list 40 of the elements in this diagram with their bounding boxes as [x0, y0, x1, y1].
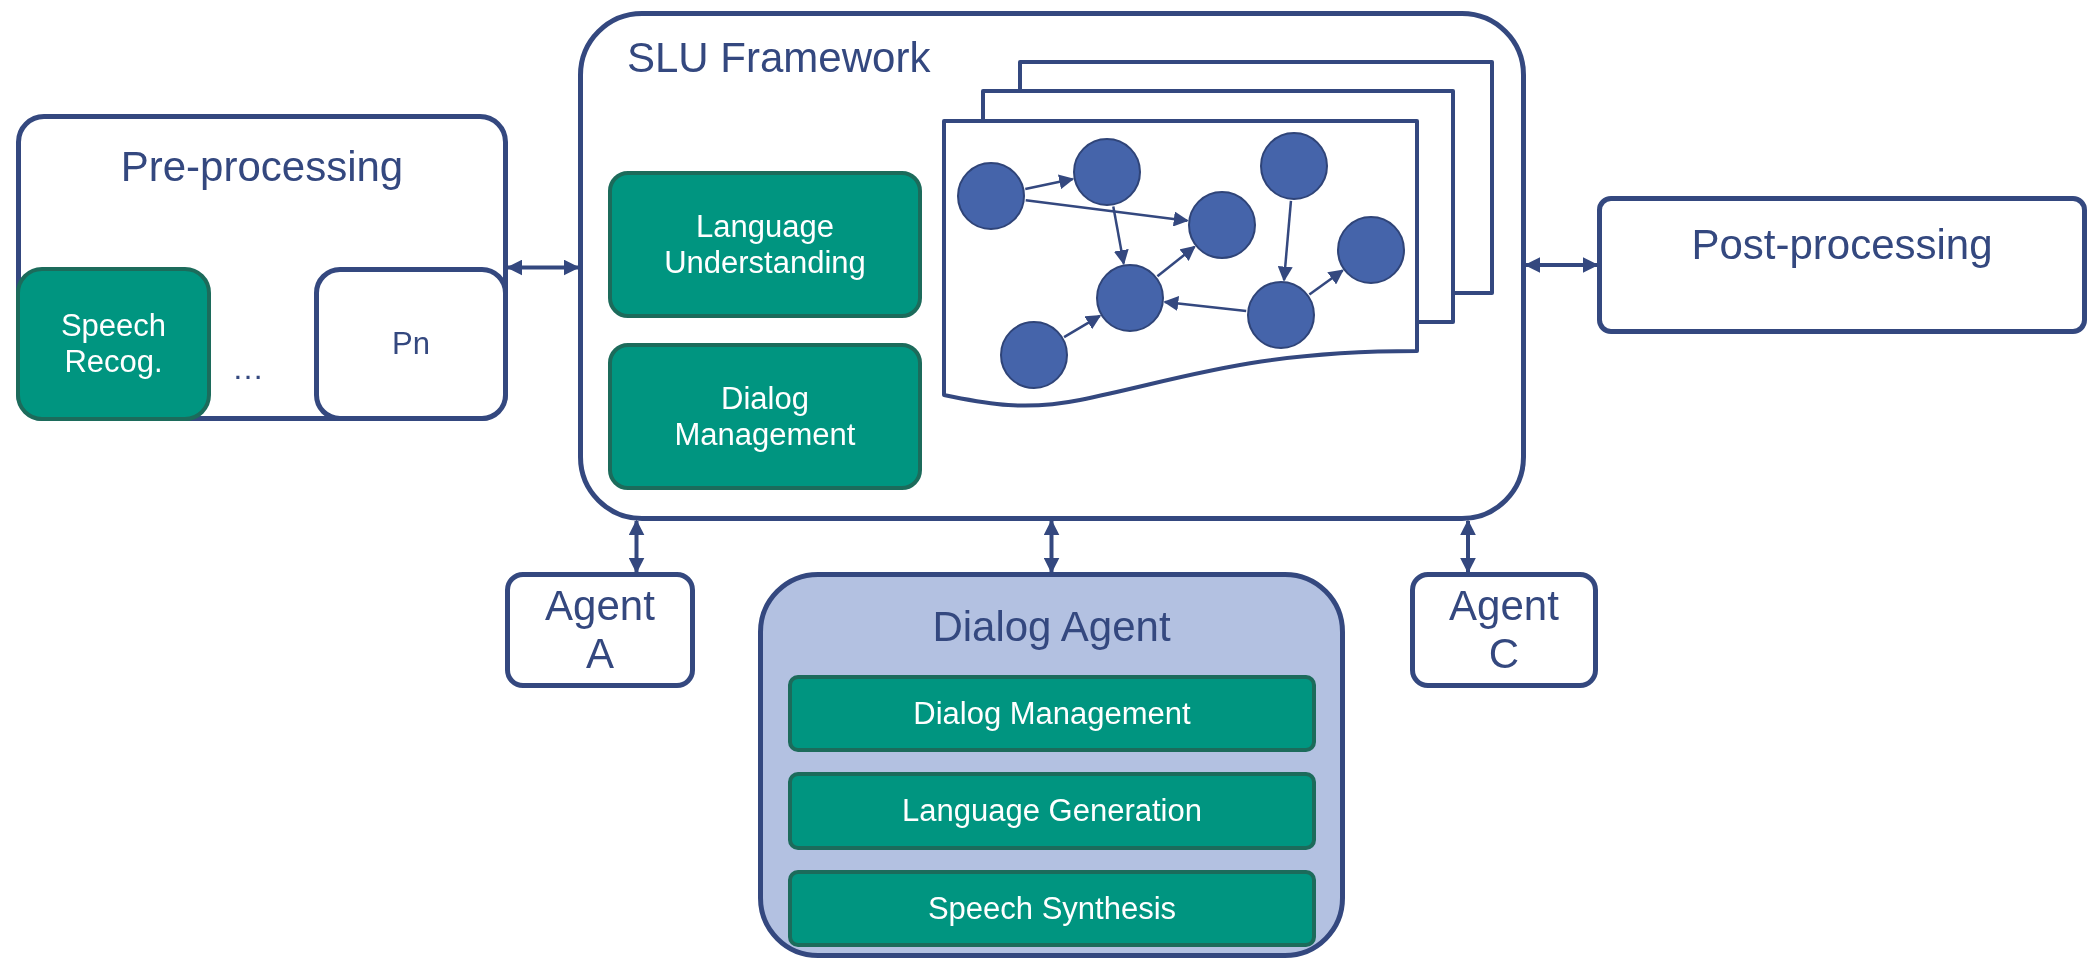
arrow [1025, 199, 1189, 227]
box-label: Dialog Management [913, 695, 1191, 732]
container-box [578, 11, 1526, 521]
box-heading: Pre-processing [120, 143, 404, 192]
arrow [1063, 314, 1102, 339]
process-box [1410, 572, 1598, 688]
arrow [1156, 245, 1196, 278]
arrow [628, 519, 645, 574]
process-box [505, 572, 695, 688]
ellipsis-text: … [232, 350, 266, 387]
agent-panel [758, 572, 1345, 958]
arrow [1025, 174, 1075, 191]
box-heading: SLU Framework [627, 34, 931, 83]
box-label: Agent A [544, 581, 656, 679]
box-label: Agent C [1448, 581, 1560, 679]
arrow [1308, 269, 1344, 296]
module-box [16, 267, 211, 421]
arrow [1277, 200, 1293, 282]
process-box [314, 267, 508, 421]
box-label: Language Understanding [663, 208, 867, 281]
container-box [16, 114, 508, 421]
box-label: Pn [392, 326, 430, 362]
box-label: Speech Synthesis [927, 890, 1177, 927]
arrow [1112, 206, 1129, 266]
box-label: Speech Recog. [59, 308, 168, 380]
process-box [1597, 196, 2087, 334]
box-heading: Dialog Agent [932, 603, 1171, 652]
arrow [1460, 519, 1476, 574]
box-label: Post-processing [1691, 221, 1993, 270]
module-box [608, 171, 922, 318]
arrow [1163, 295, 1247, 313]
box-label: Dialog Management [673, 380, 857, 453]
arrow [506, 259, 580, 276]
box-label: Language Generation [902, 793, 1202, 829]
module-box [788, 772, 1316, 850]
module-box [608, 343, 922, 490]
arrow [1524, 257, 1599, 273]
module-box [788, 675, 1316, 752]
module-box [788, 870, 1316, 947]
arrow [1043, 519, 1060, 574]
